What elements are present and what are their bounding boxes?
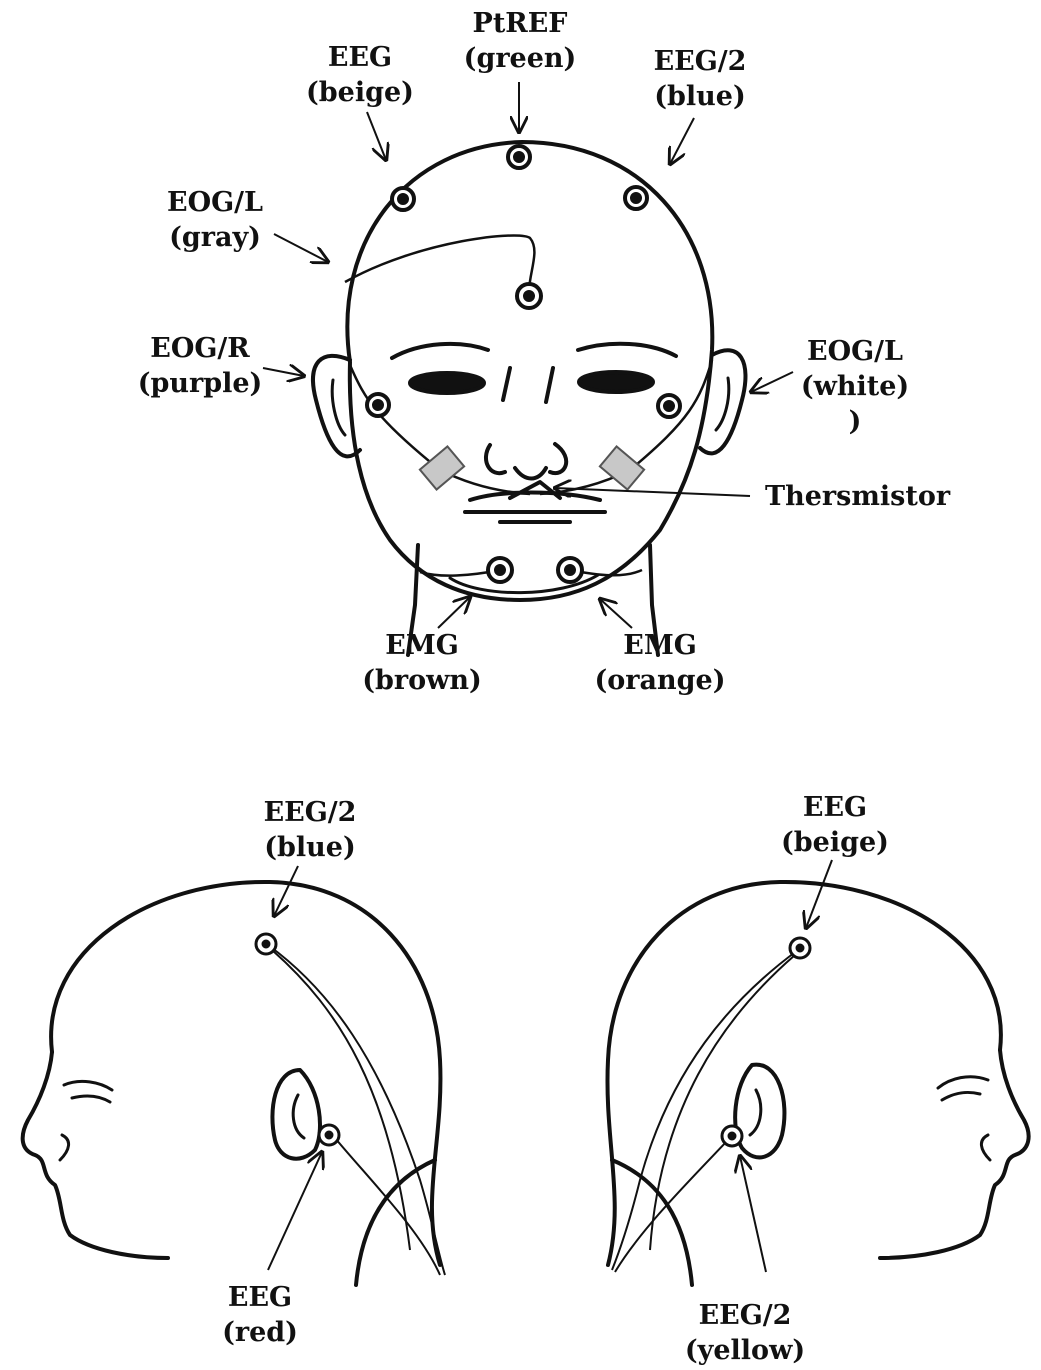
left-profile-eye xyxy=(64,1081,112,1102)
label-text: EEG xyxy=(190,1280,330,1315)
label-text: PtREF xyxy=(450,6,590,41)
arrow-eeg2-blue xyxy=(670,118,694,164)
label-front-thermistor: Thersmistor xyxy=(765,479,950,514)
label-text: (beige) xyxy=(290,75,430,110)
label-front-eeg2-blue: EEG/2 (blue) xyxy=(625,44,775,114)
arrow-right-eeg2-yellow xyxy=(740,1156,766,1272)
left-electrode-eeg-red xyxy=(319,1125,339,1145)
front-thermistor-pad-right xyxy=(600,446,644,489)
label-text: EOG/L xyxy=(790,334,920,369)
front-thermistor-pad-left xyxy=(420,446,464,489)
front-electrode-ptref xyxy=(508,146,530,168)
label-text: EEG xyxy=(290,40,430,75)
arrow-right-eeg-beige xyxy=(806,860,832,928)
front-electrode-eeg-beige xyxy=(392,188,414,210)
arrow-emg-orange xyxy=(600,599,632,628)
front-right-eyebrow xyxy=(578,344,676,356)
front-nose xyxy=(486,368,566,479)
front-electrode-eeg2-blue xyxy=(625,187,647,209)
label-text: (white) xyxy=(790,369,920,404)
label-text: (red) xyxy=(190,1315,330,1350)
label-text: EMG xyxy=(352,628,492,663)
arrow-eeg-beige xyxy=(367,112,386,160)
label-right-eeg2-yellow: EEG/2 (yellow) xyxy=(670,1298,820,1368)
front-electrode-emg-brown xyxy=(488,558,512,582)
left-profile-head xyxy=(51,882,440,1265)
label-text: (brown) xyxy=(352,663,492,698)
arrow-left-eeg-red xyxy=(268,1152,322,1270)
label-text: (orange) xyxy=(585,663,735,698)
label-front-eogl-gray: EOG/L (gray) xyxy=(145,185,285,255)
label-text: EOG/R xyxy=(130,331,270,366)
right-electrode-eeg-beige xyxy=(790,938,810,958)
label-text: EEG/2 xyxy=(670,1298,820,1333)
label-front-eeg-beige: EEG (beige) xyxy=(290,40,430,110)
label-text: EEG/2 xyxy=(625,44,775,79)
label-text: ) xyxy=(790,404,920,439)
left-profile-arrows xyxy=(268,866,322,1270)
label-text: (green) xyxy=(450,41,590,76)
left-profile-figure xyxy=(23,882,441,1285)
arrow-eogl-white xyxy=(751,372,793,392)
arrow-emg-brown xyxy=(438,597,470,628)
label-text: EEG/2 xyxy=(240,795,380,830)
label-left-eeg2-blue: EEG/2 (blue) xyxy=(240,795,380,865)
label-right-eeg-beige: EEG (beige) xyxy=(765,790,905,860)
left-electrode-eeg2-blue xyxy=(256,934,276,954)
arrow-left-eeg2-blue xyxy=(274,866,298,916)
label-front-eogr-purple: EOG/R (purple) xyxy=(130,331,270,401)
label-text: (beige) xyxy=(765,825,905,860)
left-profile-electrodes xyxy=(256,934,445,1275)
front-electrode-eogr-purple xyxy=(367,394,389,416)
label-front-emg-orange: EMG (orange) xyxy=(585,628,735,698)
label-front-emg-brown: EMG (brown) xyxy=(352,628,492,698)
front-left-eye xyxy=(410,373,484,393)
label-left-eeg-red: EEG (red) xyxy=(190,1280,330,1350)
left-profile-back xyxy=(356,1160,435,1285)
left-profile-ear xyxy=(272,1070,320,1159)
front-electrode-eogl-white xyxy=(658,395,680,417)
label-front-eogl-white: EOG/L (white) ) xyxy=(790,334,920,439)
label-text: (blue) xyxy=(625,79,775,114)
label-front-ptref: PtREF (green) xyxy=(450,6,590,76)
label-text: EMG xyxy=(585,628,735,663)
right-profile-face xyxy=(880,1050,1029,1258)
label-text: (purple) xyxy=(130,366,270,401)
front-left-eyebrow xyxy=(392,344,488,358)
front-electrodes xyxy=(345,146,712,582)
label-text: (blue) xyxy=(240,830,380,865)
label-text: (gray) xyxy=(145,220,285,255)
right-profile-eye xyxy=(938,1077,988,1100)
front-electrode-emg-orange xyxy=(558,558,582,582)
right-profile-figure xyxy=(607,882,1028,1285)
front-electrode-eogl-gray xyxy=(517,284,541,308)
label-text: EEG xyxy=(765,790,905,825)
label-text: Thersmistor xyxy=(765,479,950,514)
right-profile-electrodes xyxy=(612,938,810,1272)
right-electrode-eeg2-yellow xyxy=(722,1126,742,1146)
label-text: (yellow) xyxy=(670,1333,820,1368)
label-text: EOG/L xyxy=(145,185,285,220)
front-right-eye xyxy=(579,372,653,392)
